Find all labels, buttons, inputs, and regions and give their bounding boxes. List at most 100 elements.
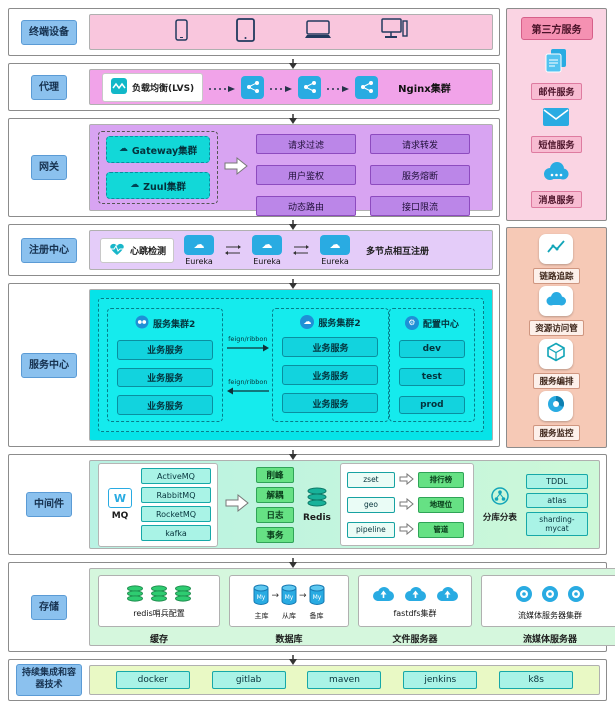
resource-access-label: 资源访问管 <box>529 320 584 337</box>
lvs-box: 负载均衡(LVS) <box>102 72 204 102</box>
ops-panel: 链路追踪 资源访问管 服务编排 服务监控 <box>506 227 607 448</box>
sharding-item: TDDL <box>525 473 588 489</box>
layer-label-cicd: 持续集成和容器技术 <box>16 664 82 696</box>
cloud-upload-icon <box>402 586 428 606</box>
cloud-icon <box>544 291 568 311</box>
service-box: 业务服务 <box>117 395 214 416</box>
gateway-feature: 用户鉴权 <box>256 165 356 185</box>
feign-label: feign/ribbon <box>228 378 268 386</box>
cloud-upload-icon <box>370 586 396 606</box>
message-service-label: 消息服务 <box>531 190 582 208</box>
svg-text:My: My <box>257 594 266 601</box>
sharding-label: 分库分表 <box>482 512 517 523</box>
zuul-cluster-label: Zuul集群 <box>143 181 186 193</box>
registry-note: 多节点相互注册 <box>366 246 430 257</box>
dotted-arrow <box>327 78 350 97</box>
proxy-panel: 负载均衡(LVS) Nginx集群 <box>89 69 493 105</box>
cloud-icon: ☁ <box>184 234 215 255</box>
mysql-icon: My <box>280 584 298 610</box>
arrow-right-icon: → <box>299 591 307 601</box>
orchestration-label: 服务编排 <box>533 372 580 389</box>
mq-item: ActiveMQ <box>141 468 211 484</box>
gear-icon: ⚙ <box>404 316 419 330</box>
layer-gateway: 网关 ☁ Gateway集群 ☁ Zuul集群 请求过滤 请求转发 用户鉴权 服… <box>8 118 500 217</box>
middleware-panel: W MQ ActiveMQ RabbitMQ RocketMQ kafka 削峰… <box>89 460 600 549</box>
arrow-left-icon <box>226 387 269 395</box>
mail-docs-icon <box>544 48 568 78</box>
layer-proxy: 代理 负载均衡(LVS) Nginx集群 <box>8 63 500 111</box>
monitoring-label: 服务监控 <box>533 424 580 441</box>
database-group: My 主库 → My 从库 → My 备库 <box>229 575 349 645</box>
cloud-icon: ☁ <box>252 234 283 255</box>
redis-usecases: zset 排行榜 geo 地理位 pipeline 管道 <box>339 463 474 546</box>
small-arrow-icon <box>399 470 414 489</box>
redis-usecase: 地理位 <box>417 496 464 513</box>
layer-registry: 注册中心 心跳检测 ☁ Eureka ☁ Eureka ☁ <box>8 224 500 276</box>
cluster-title: 服务集群2 <box>153 320 196 330</box>
cluster-icon <box>135 315 149 332</box>
dotted-arrow <box>209 78 236 97</box>
terminal-panel <box>89 14 493 50</box>
stream-gear-icon <box>540 584 560 608</box>
pie-chart-icon <box>546 394 566 418</box>
redis-cmd: geo <box>346 496 395 513</box>
service-box: 业务服务 <box>117 340 214 360</box>
heartbeat-icon <box>108 242 126 259</box>
block-arrow-icon <box>225 493 249 517</box>
layer-label-proxy: 代理 <box>31 74 67 100</box>
gateway-cluster-label: Gateway集群 <box>131 145 198 157</box>
resource-access-item: 资源访问管 <box>529 286 584 337</box>
tracing-label: 链路追踪 <box>533 268 580 285</box>
eureka-label: Eureka <box>321 256 349 266</box>
envelope-icon <box>542 107 570 131</box>
cicd-item: jenkins <box>403 671 478 689</box>
sms-service-item: 短信服务 <box>531 107 582 154</box>
line-chart-icon <box>546 238 566 260</box>
env-box: test <box>398 368 465 386</box>
cache-caption: 缓存 <box>149 635 168 645</box>
redis-usecase: 排行榜 <box>417 471 464 488</box>
service-center-inner: 服务集群2 业务服务 业务服务 业务服务 feign/ribbon feign/… <box>98 298 484 432</box>
block-arrow-icon <box>224 156 248 180</box>
nginx-cluster-label: Nginx集群 <box>398 83 451 95</box>
down-arrow-icon <box>288 274 298 293</box>
benefit-box: 日志 <box>256 506 294 523</box>
layer-cicd: 持续集成和容器技术 docker gitlab maven jenkins k8… <box>8 659 607 701</box>
redis-db-icon <box>126 585 144 606</box>
gateway-feature: 接口限流 <box>370 196 470 216</box>
mysql-icon: My <box>252 584 270 610</box>
mq-icon: W <box>108 488 132 508</box>
gateway-panel: ☁ Gateway集群 ☁ Zuul集群 请求过滤 请求转发 用户鉴权 服务熔断… <box>89 124 493 216</box>
layer-label-terminal: 终端设备 <box>21 19 77 45</box>
storage-panel: redis哨兵配置 缓存 My 主库 → My <box>89 568 615 646</box>
layer-label-middleware: 中间件 <box>26 492 72 517</box>
redis-db-icon <box>150 585 168 606</box>
file-server-group: fastdfs集群 文件服务器 <box>358 575 472 645</box>
stream-server-group: 流媒体服务器集群 流媒体服务器 <box>481 575 615 645</box>
mq-box: W MQ ActiveMQ RabbitMQ RocketMQ kafka <box>98 462 218 547</box>
redis-usecase: 管道 <box>417 521 464 538</box>
eureka-node: ☁ Eureka <box>252 234 283 266</box>
down-arrow-icon <box>288 445 298 464</box>
laptop-icon <box>303 20 333 44</box>
arrow-right-icon <box>226 344 269 352</box>
small-arrow-icon <box>399 495 414 514</box>
eureka-node: ☁ Eureka <box>184 234 215 266</box>
cluster-title: 服务集群2 <box>318 318 361 329</box>
gateway-features: 请求过滤 请求转发 用户鉴权 服务熔断 动态路由 接口限流 <box>256 134 470 216</box>
gateway-feature: 服务熔断 <box>370 165 470 185</box>
cloud-icon: ☁ <box>320 234 351 255</box>
layer-label-storage: 存储 <box>31 594 67 620</box>
load-balancer-icon <box>111 77 127 97</box>
bidirectional-arrow-icon <box>224 241 242 260</box>
service-box: 业务服务 <box>282 393 379 413</box>
eureka-label: Eureka <box>253 256 281 266</box>
sharding-item: sharding-mycat <box>525 511 588 536</box>
third-party-panel: 第三方服务 邮件服务 短信服务 消息服务 <box>506 8 607 221</box>
sms-service-label: 短信服务 <box>531 136 582 154</box>
eureka-label: Eureka <box>185 256 213 266</box>
desktop-icon <box>380 18 408 46</box>
down-arrow-icon <box>288 650 298 669</box>
bidirectional-arrow-icon <box>292 241 310 260</box>
